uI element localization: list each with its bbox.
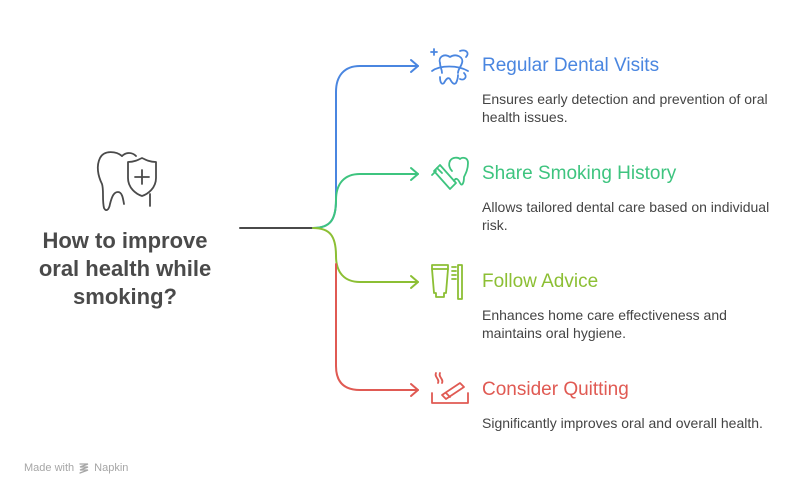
tooth-sparkle-floss-icon xyxy=(430,48,469,85)
connector-consider-quitting xyxy=(335,263,419,391)
connector-regular-dental-visits xyxy=(312,65,419,229)
branch-title: Share Smoking History xyxy=(482,163,677,184)
root-title-line: How to improve xyxy=(42,228,208,253)
connector-follow-advice xyxy=(312,227,419,283)
arrowhead-share-smoking-history xyxy=(410,167,419,181)
tooth-cigarette-icon xyxy=(431,156,469,190)
arrowhead-follow-advice xyxy=(410,275,419,289)
arrowhead-regular-dental-visits xyxy=(410,59,419,73)
toothpaste-toothbrush-icon xyxy=(431,264,463,300)
watermark: Made with Napkin xyxy=(24,462,128,474)
watermark-brand: Napkin xyxy=(94,462,129,474)
root-title-line: oral health while xyxy=(38,256,212,281)
branch-title: Follow Advice xyxy=(482,271,599,292)
tooth-shield-plus-icon xyxy=(96,151,157,211)
cigarette-ashtray-icon xyxy=(431,372,469,404)
root-title: How to improve oral health while smoking… xyxy=(20,227,230,311)
branch-title: Consider Quitting xyxy=(482,379,629,400)
watermark-prefix: Made with xyxy=(24,462,75,474)
napkin-logo-icon xyxy=(79,463,89,474)
branch-description: Enhances home care effectiveness and mai… xyxy=(482,307,727,341)
arrowhead-consider-quitting xyxy=(410,383,419,397)
branch-description: Allows tailored dental care based on ind… xyxy=(482,199,770,233)
connector-share-smoking-history xyxy=(312,173,419,229)
root-title-line: smoking? xyxy=(73,284,177,309)
branch-description: Ensures early detection and prevention o… xyxy=(482,91,768,125)
branch-description: Significantly improves oral and overall … xyxy=(482,415,763,431)
branch-title: Regular Dental Visits xyxy=(482,55,660,76)
